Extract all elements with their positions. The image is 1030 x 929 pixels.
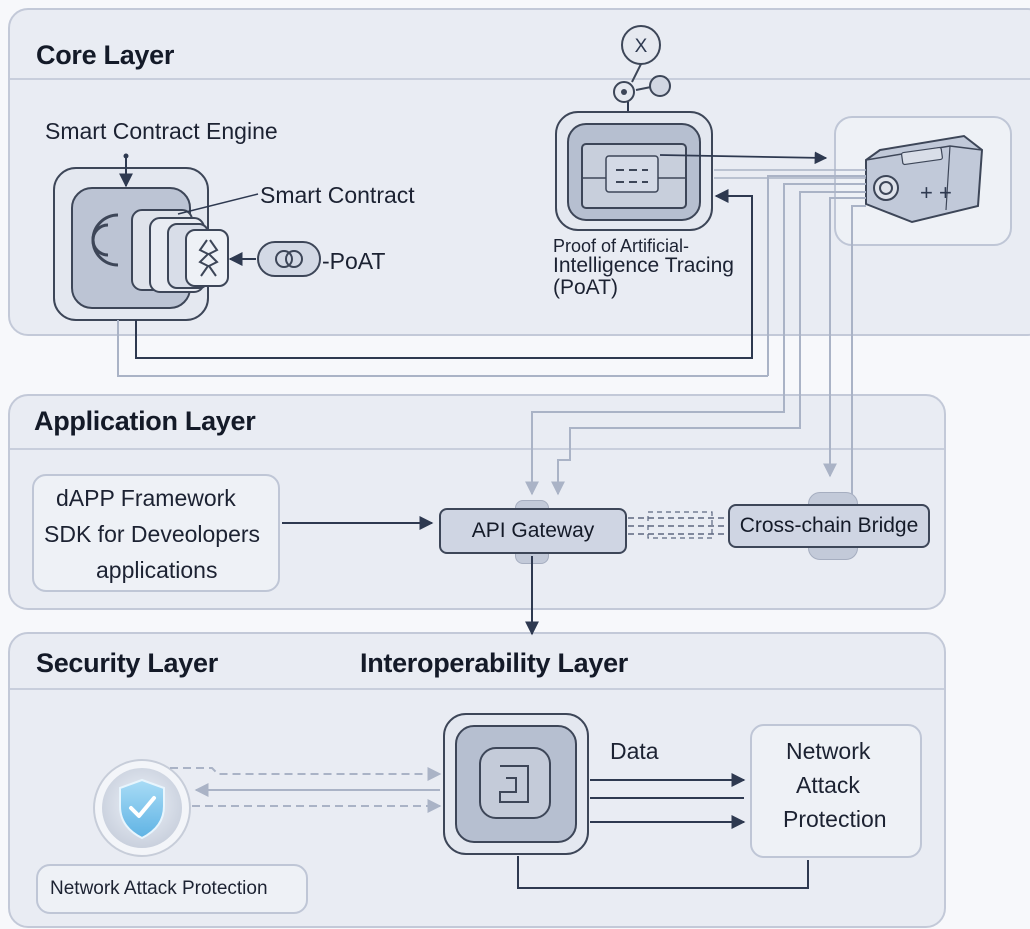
cross-chain-bridge[interactable]: Cross-chain Bridge [728,504,930,548]
dapp-framework-box [32,474,280,592]
hardware-node-icon: + + [865,134,984,224]
interoperability-layer-title: Interoperability Layer [360,648,628,678]
smart-contract-engine-label: Smart Contract Engine [45,118,278,144]
poat-small-label: -PoAT [322,248,386,274]
svg-text:+ +: + + [920,180,952,205]
api-gateway[interactable]: API Gateway [439,508,627,554]
network-attack-protection-label-box [36,864,308,914]
application-layer-title: Application Layer [34,406,256,436]
application-layer-divider [10,448,944,450]
smart-contract-engine-icon [53,153,259,321]
smart-contract-label: Smart Contract [260,182,415,208]
poat-small-icon [228,241,321,277]
poat-processor-icon [555,111,713,231]
poat-caption-line3: (PoAT) [553,276,618,299]
dapp-line1: dAPP Framework [56,485,236,511]
nap-box-line1: Network [786,738,871,764]
shield-icon [93,759,191,857]
nap-box-line2: Attack [796,772,860,798]
poat-node-icon: X [613,25,671,140]
data-label: Data [610,738,659,764]
poat-caption-line2: Intelligence Tracing [553,254,734,277]
core-layer-title: Core Layer [36,40,175,70]
security-layer-divider [10,688,944,690]
node-x-glyph: X [635,36,648,57]
poat-caption-line1: Proof of Artificial- [553,236,690,256]
network-attack-protection-label: Network Attack Protection [50,878,268,899]
interop-processor-icon [443,713,589,855]
security-layer-title: Security Layer [36,648,218,678]
core-layer-divider [10,78,1030,80]
dapp-line2: SDK for Deveolopers [44,521,261,547]
nap-box-line3: Protection [783,806,887,832]
network-attack-protection-box [750,724,922,858]
dapp-line3: applications [96,557,218,583]
